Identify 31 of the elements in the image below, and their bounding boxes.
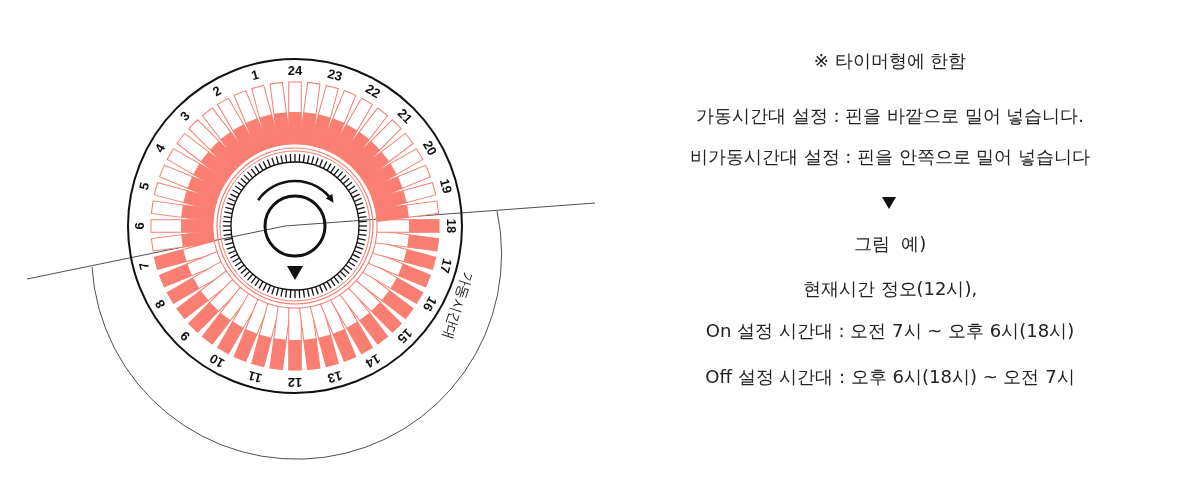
hour-number: 5 bbox=[137, 180, 152, 191]
instruction-text: On 설정 시간대 : 오전 7시 ~ 오후 6시(18시) bbox=[705, 322, 1075, 340]
hour-number: 12 bbox=[287, 375, 303, 389]
hour-number: 13 bbox=[326, 368, 345, 385]
note-text: ※ 타이머형에 한함 bbox=[813, 52, 967, 70]
hour-number: 16 bbox=[420, 294, 440, 314]
instruction-text: 현재시간 정오(12시), bbox=[802, 280, 978, 298]
instruction-text: Off 설정 시간대 : 오후 6시(18시) ~ 오전 7시 bbox=[705, 368, 1075, 386]
hour-number: 20 bbox=[420, 138, 440, 158]
hour-number: 23 bbox=[326, 67, 345, 84]
instruction-text: 그림 예) bbox=[853, 235, 927, 253]
hour-number: 19 bbox=[437, 176, 454, 195]
hour-number: 24 bbox=[287, 63, 303, 77]
hour-number: 4 bbox=[152, 141, 168, 155]
hour-number: 21 bbox=[395, 106, 415, 126]
hour-number: 6 bbox=[132, 222, 146, 230]
hour-number: 17 bbox=[437, 257, 454, 276]
hour-number: 2 bbox=[210, 83, 224, 99]
hour-number: 8 bbox=[152, 297, 168, 311]
hour-number: 22 bbox=[363, 81, 383, 101]
hour-number: 18 bbox=[444, 218, 458, 234]
hour-number: 3 bbox=[177, 108, 192, 123]
instruction-text: 가동시간대 설정 : 핀을 바깥으로 밀어 넣습니다. bbox=[695, 107, 1085, 125]
hour-number: 15 bbox=[395, 326, 415, 346]
hour-number: 7 bbox=[137, 261, 152, 272]
hour-number: 9 bbox=[177, 329, 192, 344]
hour-number: 10 bbox=[207, 351, 227, 371]
instruction-text: 비가동시간대 설정 : 핀을 안쪽으로 밀어 넣습니다 bbox=[689, 148, 1091, 166]
hour-number: 14 bbox=[363, 351, 383, 371]
hour-number: 11 bbox=[246, 368, 263, 385]
hour-number: 1 bbox=[249, 68, 260, 83]
